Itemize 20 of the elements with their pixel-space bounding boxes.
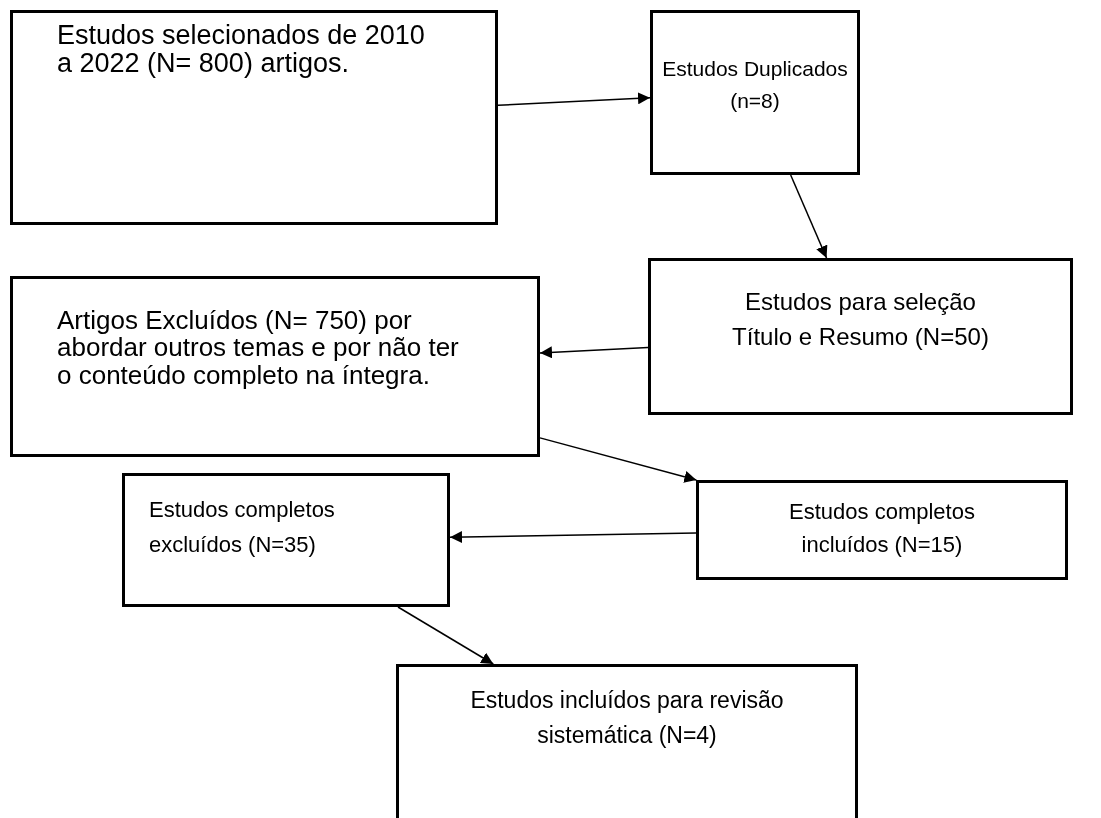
arrow — [449, 531, 697, 544]
arrow — [497, 92, 651, 107]
process-box — [650, 10, 860, 175]
process-box — [396, 664, 858, 818]
box-text: Estudos para seleção Título e Resumo (N=50) — [731, 287, 990, 352]
arrow — [397, 606, 494, 665]
arrow — [789, 174, 828, 259]
arrow — [539, 346, 649, 359]
process-box — [122, 473, 450, 607]
box-text: Estudos completos incluídos (N=15) — [788, 498, 976, 559]
process-box — [10, 276, 540, 457]
box-text: Estudos completos excluídos (N=35) — [149, 496, 336, 560]
arrow — [539, 437, 698, 483]
box-text: Estudos Duplicados (n=8) — [661, 56, 849, 114]
box-text: Estudos selecionados de 2010 a 2022 (N= 800) artigos. — [57, 21, 425, 78]
box-text: Estudos incluídos para revisão sistemática (N=4) — [469, 686, 785, 750]
process-box — [696, 480, 1068, 580]
box-text: Artigos Excluídos (N= 750) por abordar outros temas e por não ter o conteúdo completo na íntegra. — [57, 307, 460, 389]
process-box — [10, 10, 498, 225]
process-box — [648, 258, 1073, 415]
